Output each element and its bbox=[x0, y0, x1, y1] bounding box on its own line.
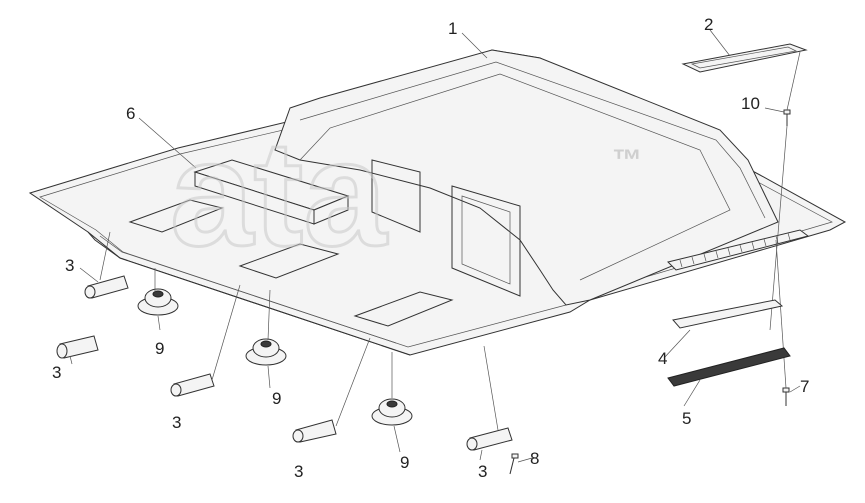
callout-3-d: 3 bbox=[294, 462, 303, 481]
duct-box bbox=[193, 159, 350, 225]
rubber-mount-2 bbox=[56, 335, 99, 359]
bolt-8 bbox=[509, 453, 519, 475]
rubber-mount-3 bbox=[170, 373, 215, 397]
callout-3-c: 3 bbox=[172, 413, 181, 432]
callout-9-a: 9 bbox=[155, 339, 164, 358]
callout-3-a: 3 bbox=[65, 256, 74, 275]
vent-grille-slot bbox=[667, 229, 810, 271]
cover-plate-inner bbox=[690, 46, 798, 69]
access-plate bbox=[672, 299, 784, 329]
callout-9-c: 9 bbox=[400, 453, 409, 472]
callout-3-e: 3 bbox=[478, 462, 487, 481]
bolt-10 bbox=[783, 109, 791, 126]
tunnel-window-2 bbox=[451, 185, 521, 297]
cover-plate bbox=[681, 43, 808, 73]
floor-panel bbox=[28, 49, 847, 356]
tunnel-window-1 bbox=[371, 159, 421, 233]
rubber-mount-5 bbox=[466, 427, 513, 451]
callout-7: 7 bbox=[800, 377, 809, 396]
callout-10: 10 bbox=[741, 94, 760, 113]
callout-5: 5 bbox=[682, 409, 691, 428]
rubber-mount-1 bbox=[84, 275, 129, 299]
callout-8: 8 bbox=[530, 449, 539, 468]
callout-4: 4 bbox=[658, 349, 667, 368]
leader-bolt-7-align bbox=[775, 239, 787, 389]
grille-mat bbox=[667, 347, 791, 387]
shock-absorber-1 bbox=[137, 288, 179, 316]
floor-panel-skirt-inner bbox=[99, 235, 397, 344]
callout-1: 1 bbox=[448, 19, 457, 38]
engine-tunnel-fold bbox=[299, 73, 731, 281]
shock-absorber-2 bbox=[245, 338, 287, 366]
floor-opening-2 bbox=[238, 243, 340, 279]
callout-6: 6 bbox=[126, 104, 135, 123]
leader-lines bbox=[69, 29, 801, 463]
bolt-7 bbox=[782, 387, 790, 406]
leader-bolt-align-mid bbox=[769, 125, 788, 331]
watermark: ata bbox=[170, 109, 388, 277]
vent-grille-slats bbox=[679, 232, 791, 268]
leader-bolt-10-align bbox=[786, 51, 801, 111]
floor-opening-1 bbox=[128, 199, 224, 233]
engine-tunnel bbox=[274, 49, 779, 306]
shock-absorber-3 bbox=[371, 398, 413, 426]
tunnel-window-2-inner bbox=[461, 195, 511, 285]
callout-2: 2 bbox=[704, 15, 713, 34]
floor-opening-3 bbox=[353, 291, 454, 327]
callout-9-b: 9 bbox=[272, 389, 281, 408]
rubber-mount-4 bbox=[292, 419, 337, 443]
trademark-symbol: ™ bbox=[612, 144, 642, 177]
floor-panel-skirt bbox=[87, 231, 411, 356]
engine-tunnel-crest bbox=[299, 61, 766, 219]
callout-3-b: 3 bbox=[52, 363, 61, 382]
duct-box-side bbox=[313, 195, 349, 225]
